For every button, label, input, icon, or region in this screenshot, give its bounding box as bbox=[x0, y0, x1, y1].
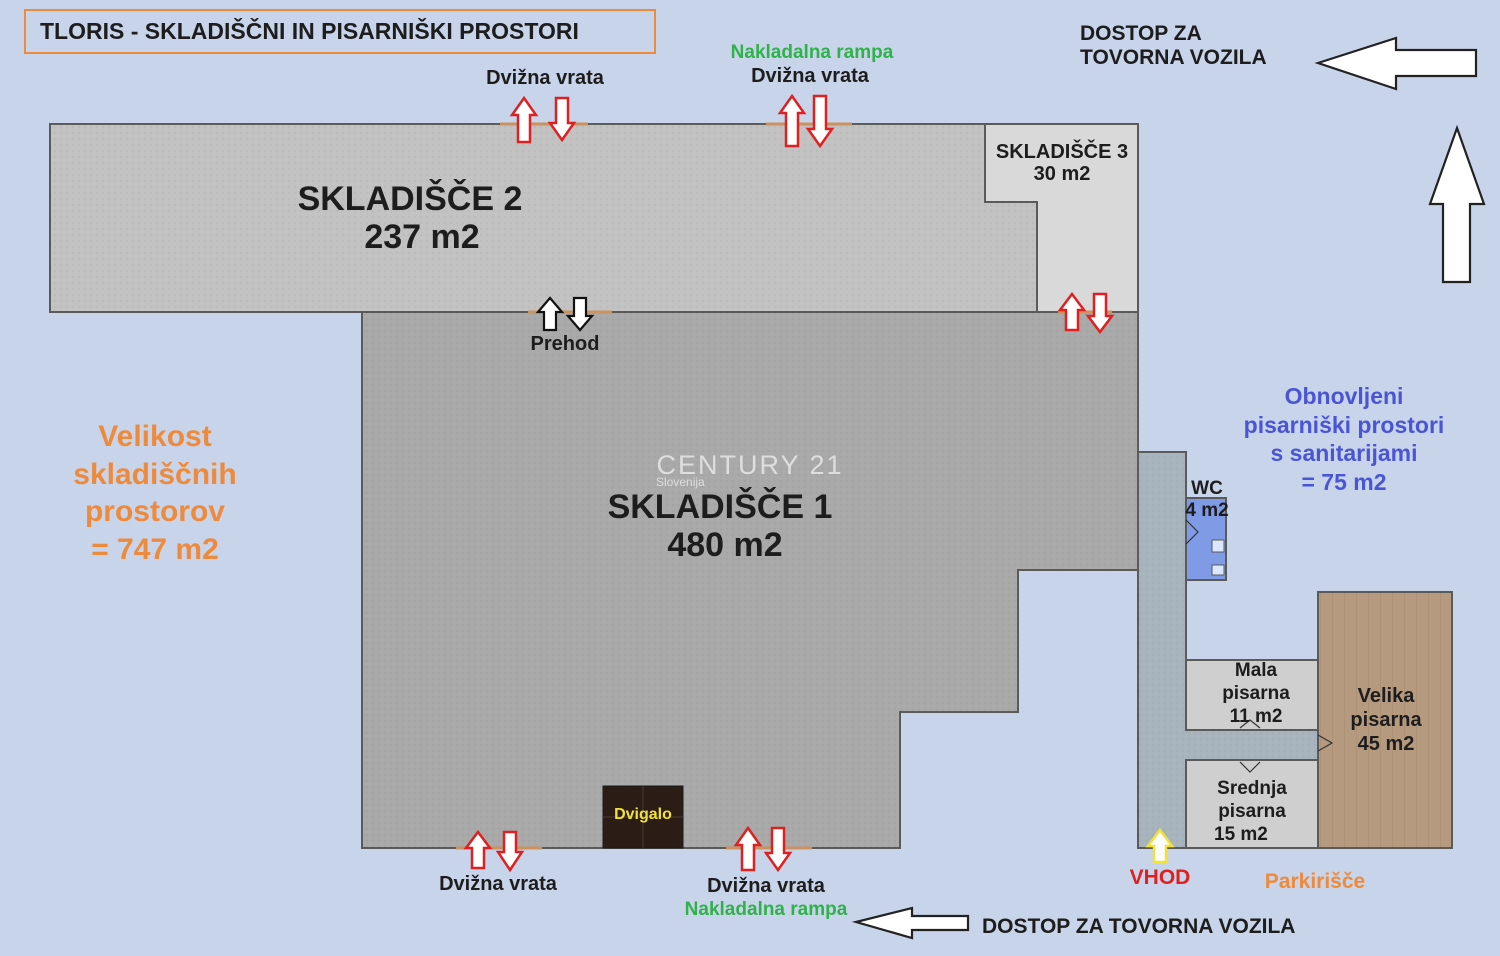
mala-pisarna-room bbox=[1185, 659, 1319, 731]
access-top-line1: DOSTOP ZA bbox=[1080, 22, 1202, 45]
page-title: TLORIS - SKLADIŠČNI IN PISARNIŠKI PROSTO… bbox=[24, 9, 656, 54]
room-area: 45 m2 bbox=[1357, 733, 1415, 755]
mala-pisarna-label: Mala pisarna 11 m2 bbox=[1196, 660, 1316, 728]
room-name: SKLADIŠČE 2 bbox=[297, 180, 523, 218]
watermark-sub: Slovenija bbox=[656, 475, 705, 490]
srednja-pisarna-room bbox=[1185, 759, 1319, 849]
office-total-line3: s sanitarijami bbox=[1270, 440, 1418, 467]
storage-total-line4: = 747 m2 bbox=[91, 532, 219, 566]
title-text: TLORIS - SKLADIŠČNI IN PISARNIŠKI PROSTO… bbox=[40, 18, 579, 44]
watermark-brand: CENTURY 21 bbox=[656, 450, 844, 480]
access-top-line2: TOVORNA VOZILA bbox=[1080, 45, 1267, 69]
ramp-label-text: Nakladalna rampa bbox=[730, 42, 894, 63]
passage-arrows bbox=[535, 296, 595, 332]
skladisce-1-label: SKLADIŠČE 1 480 m2 bbox=[580, 488, 860, 564]
door-label-bottom-left: Dvižna vrata bbox=[420, 873, 576, 895]
srednja-pisarna-label: Srednja pisarna 15 m2 bbox=[1190, 778, 1314, 846]
wc-label: WC 4 m2 bbox=[1180, 478, 1234, 522]
door-label-text: Dvižna vrata bbox=[751, 65, 869, 87]
door-label-text: Dvižna vrata bbox=[439, 873, 557, 895]
access-arrow-bottom-left bbox=[851, 906, 970, 940]
entrance-label: VHOD bbox=[1120, 866, 1200, 890]
ramp-label-bottom: Nakladalna rampa bbox=[668, 899, 864, 920]
storage-total-line2: skladiščnih bbox=[73, 457, 237, 491]
room-area: 11 m2 bbox=[1229, 705, 1283, 727]
elevator-label-text: Dvigalo bbox=[614, 806, 672, 823]
room-name: SKLADIŠČE 1 bbox=[607, 488, 833, 526]
room-area: 15 m2 bbox=[1214, 823, 1268, 845]
door-label-text: Dvižna vrata bbox=[486, 67, 604, 89]
watermark: CENTURY 21 Slovenija bbox=[640, 450, 860, 490]
storage-total-line3: prostorov bbox=[84, 495, 225, 528]
room-name: SKLADIŠČE 3 bbox=[995, 141, 1129, 163]
ramp-label-top: Nakladalna rampa bbox=[712, 42, 912, 63]
access-label-top: DOSTOP ZA TOVORNA VOZILA bbox=[1080, 22, 1267, 69]
room-name-line2: pisarna bbox=[1222, 682, 1290, 704]
parking-label: Parkirišče bbox=[1250, 870, 1380, 894]
room-name-line1: Srednja bbox=[1217, 778, 1287, 799]
passage-label: Prehod bbox=[505, 333, 625, 355]
room-name-line1: Velika bbox=[1357, 685, 1415, 707]
door-label-top-middle: Dvižna vrata bbox=[735, 65, 885, 87]
access-bottom-text: DOSTOP ZA TOVORNA VOZILA bbox=[982, 915, 1296, 938]
room-area: 4 m2 bbox=[1185, 499, 1229, 521]
velika-pisarna-label: Velika pisarna 45 m2 bbox=[1326, 684, 1446, 756]
room-name: WC bbox=[1191, 478, 1223, 499]
storage-total-line1: Velikost bbox=[98, 420, 212, 453]
room-name-line2: pisarna bbox=[1350, 709, 1422, 731]
door-label-text: Dvižna vrata bbox=[707, 875, 825, 897]
room-name-line1: Mala bbox=[1234, 660, 1278, 681]
storage-total-label: Velikost skladiščnih prostorov = 747 m2 bbox=[40, 418, 270, 568]
parking-label-text: Parkirišče bbox=[1264, 870, 1366, 893]
room-area: 237 m2 bbox=[364, 218, 480, 257]
office-total-line2: pisarniški prostori bbox=[1243, 411, 1445, 438]
room-area: 30 m2 bbox=[1033, 163, 1091, 186]
skladisce-3-label: SKLADIŠČE 3 30 m2 bbox=[985, 141, 1139, 186]
access-arrow-top-left bbox=[1314, 36, 1478, 91]
room-area: 480 m2 bbox=[667, 526, 783, 565]
access-arrow-up bbox=[1428, 124, 1486, 284]
entrance-label-text: VHOD bbox=[1129, 866, 1191, 889]
office-total-line1: Obnovljeni bbox=[1284, 383, 1404, 409]
lift-door-arrows bbox=[463, 93, 1115, 873]
office-total-line4: = 75 m2 bbox=[1301, 468, 1387, 495]
skladisce-2-label: SKLADIŠČE 2 237 m2 bbox=[270, 180, 550, 256]
access-label-bottom: DOSTOP ZA TOVORNA VOZILA bbox=[982, 915, 1295, 939]
ramp-label-text: Nakladalna rampa bbox=[684, 899, 848, 920]
entrance-arrow bbox=[1145, 827, 1175, 864]
passage-label-text: Prehod bbox=[530, 333, 600, 355]
office-total-label: Obnovljeni pisarniški prostori s sanitar… bbox=[1224, 382, 1464, 496]
room-name-line2: pisarna bbox=[1218, 800, 1286, 822]
door-label-bottom-middle: Dvižna vrata bbox=[688, 875, 844, 897]
door-label-top-left: Dvižna vrata bbox=[470, 67, 620, 89]
elevator-label: Dvigalo bbox=[603, 806, 683, 824]
